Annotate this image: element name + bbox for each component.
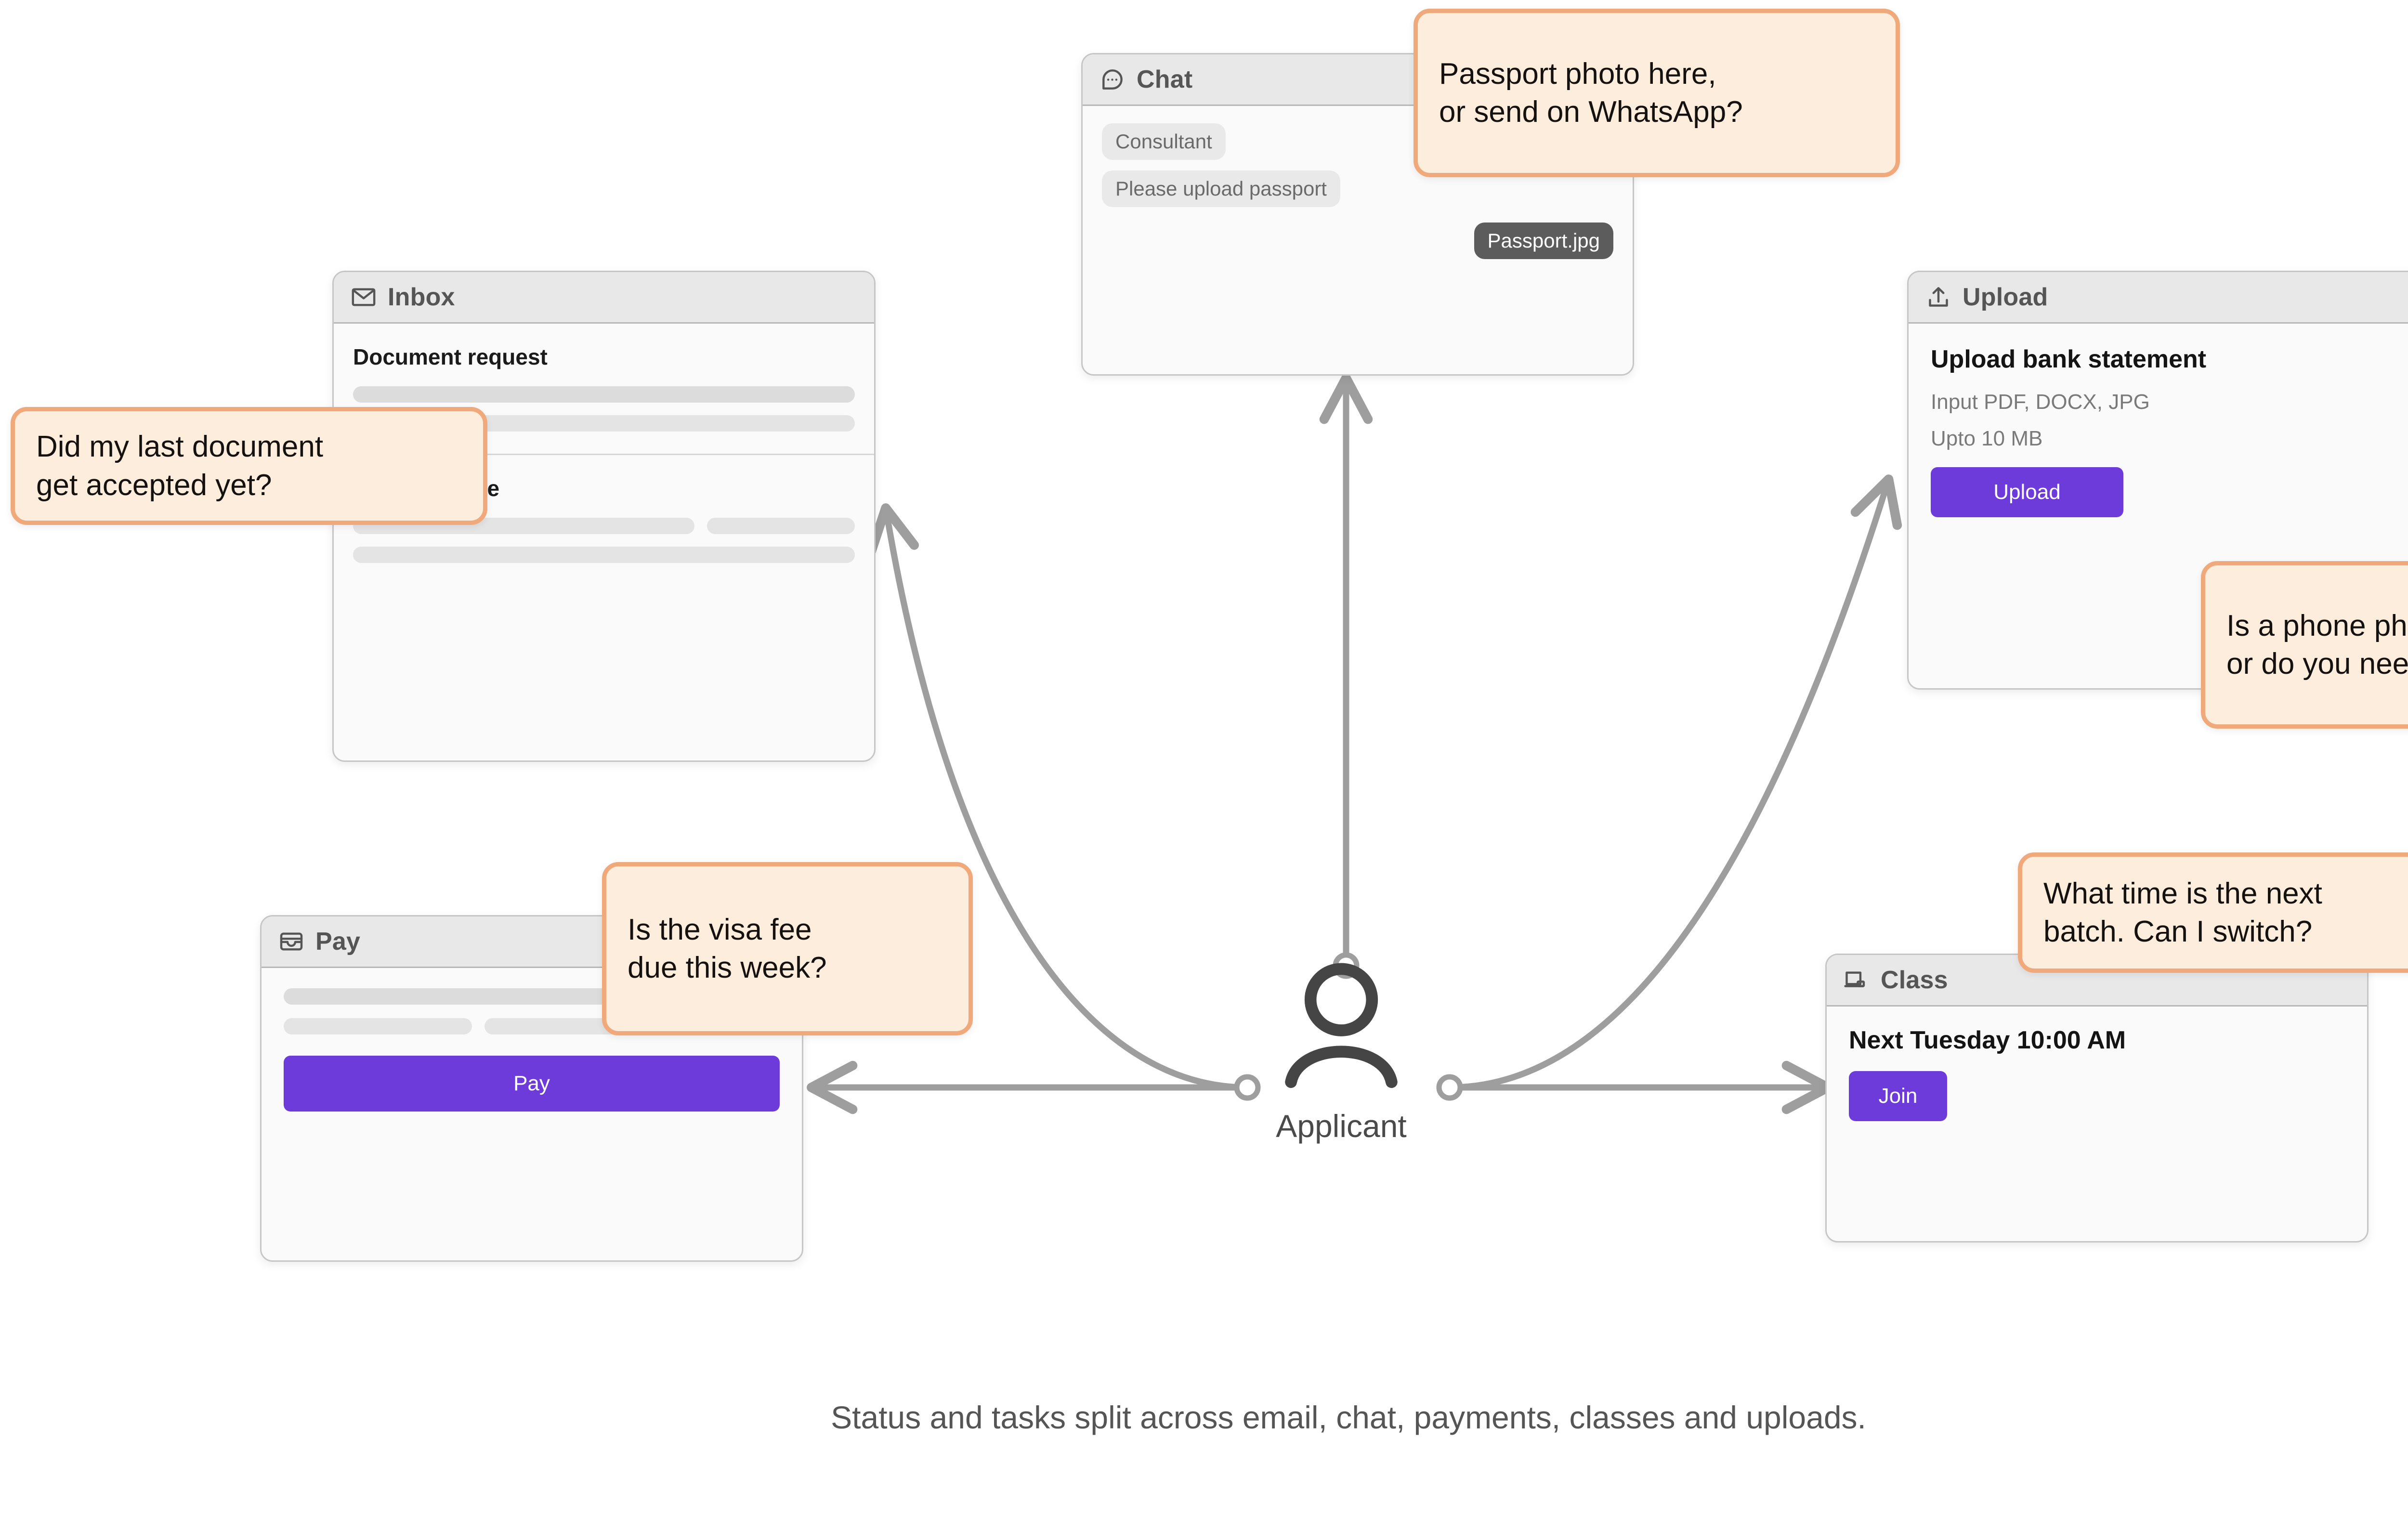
card-class-title: Class <box>1881 966 1948 994</box>
chat-message-bubble: Consultant <box>1102 123 1226 160</box>
callout-class: What time is the next batch. Can I switc… <box>2018 852 2408 973</box>
skeleton-bar <box>284 1018 472 1034</box>
card-pay-body: Pay <box>262 968 802 1132</box>
card-upload-header: Upload <box>1909 272 2408 324</box>
card-class[interactable]: Class Next Tuesday 10:00 AM Join <box>1825 954 2369 1243</box>
card-inbox-header: Inbox <box>334 272 874 324</box>
applicant-label: Applicant <box>1276 1108 1407 1144</box>
inbox-divider <box>334 454 874 455</box>
card-upload-title: Upload <box>1963 283 2048 311</box>
chat-attachment-bubble[interactable]: Passport.jpg <box>1474 222 1613 259</box>
callout-pay: Is the visa fee due this week? <box>602 862 973 1035</box>
card-class-body: Next Tuesday 10:00 AM Join <box>1827 1007 2367 1140</box>
hub-port-left <box>1234 1074 1261 1101</box>
card-pay[interactable]: Pay Pay <box>260 915 803 1262</box>
skeleton-bar <box>353 547 855 563</box>
card-pay-title: Pay <box>315 928 361 955</box>
upload-size-limit: Upto 10 MB <box>1931 427 2043 450</box>
skeleton-bar <box>353 386 855 403</box>
chat-message-row: Consultant <box>1102 123 1613 160</box>
callout-upload: Is a phone photo okay or do you need a P… <box>2201 561 2408 729</box>
upload-heading: Upload bank statement <box>1931 345 2207 373</box>
chat-bubble-icon <box>1099 66 1126 93</box>
chat-message-row: Please upload passport <box>1102 170 1613 207</box>
card-chat-title: Chat <box>1137 65 1193 93</box>
person-icon <box>1285 963 1398 1088</box>
inbox-section-document-request[interactable]: Document request <box>334 324 874 454</box>
upload-formats: Input PDF, DOCX, JPG <box>1931 390 2150 414</box>
connector-hub-to-upload <box>1446 474 1902 1091</box>
callout-chat: Passport photo here, or send on WhatsApp… <box>1413 9 1900 177</box>
diagram-caption: Status and tasks split across email, cha… <box>831 1400 1866 1435</box>
skeleton-bar <box>707 518 855 534</box>
wallet-icon <box>278 928 305 955</box>
callout-upload-text: Is a phone photo okay or do you need a P… <box>2226 609 2408 680</box>
callout-inbox-text: Did my last document get accepted yet? <box>36 430 324 502</box>
callout-inbox: Did my last document get accepted yet? <box>11 407 487 525</box>
callout-class-text: What time is the next batch. Can I switc… <box>2043 877 2322 948</box>
card-inbox-title: Inbox <box>388 283 455 311</box>
pay-button[interactable]: Pay <box>284 1056 780 1112</box>
skeleton-bar <box>476 415 855 432</box>
hub-port-right <box>1436 1074 1463 1101</box>
upload-button[interactable]: Upload <box>1931 467 2123 517</box>
upload-icon <box>1925 284 1952 311</box>
class-schedule: Next Tuesday 10:00 AM <box>1849 1026 2126 1054</box>
envelope-icon <box>350 284 377 311</box>
card-upload-body: Upload bank statement Input PDF, DOCX, J… <box>1909 324 2408 538</box>
inbox-section-heading: Document request <box>353 344 548 369</box>
chat-message-row: Passport.jpg <box>1102 222 1613 259</box>
callout-chat-text: Passport photo here, or send on WhatsApp… <box>1439 57 1743 129</box>
chat-message-bubble: Please upload passport <box>1102 170 1340 207</box>
join-button[interactable]: Join <box>1849 1071 1947 1121</box>
callout-pay-text: Is the visa fee due this week? <box>628 913 827 984</box>
laptop-icon <box>1843 967 1870 994</box>
card-chat-body: Consultant Please upload passport Passpo… <box>1083 106 1633 276</box>
